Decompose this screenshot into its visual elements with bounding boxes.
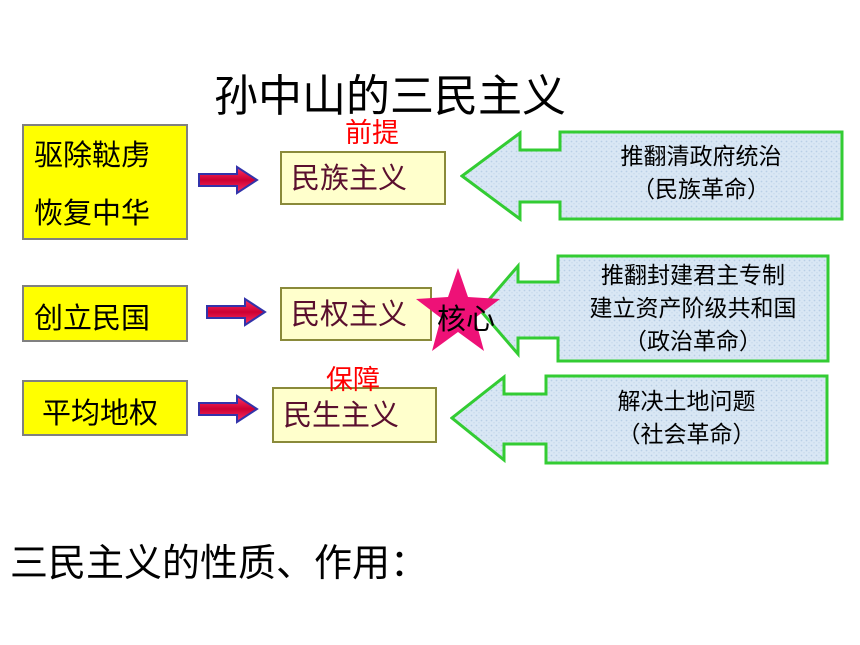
slogan-line: 恢复中华	[34, 196, 151, 230]
role-label-premise: 前提	[345, 118, 399, 149]
role-label-guarantee: 保障	[326, 365, 380, 396]
role-label-core: 核心	[437, 302, 496, 336]
star-icon	[416, 268, 500, 351]
slogan-line: 驱除鞑虏	[34, 138, 151, 172]
arrow-right-icon	[198, 165, 259, 195]
slogan-box-nationalism: 驱除鞑虏 恢复中华	[22, 124, 188, 240]
slogan-line: 平均地权	[42, 396, 159, 430]
callout-line: （民族革命）	[632, 177, 770, 203]
callout-line: 推翻清政府统治	[620, 144, 782, 170]
page-title: 孙中山的三民主义	[214, 71, 566, 122]
callout-line: （社会革命）	[617, 422, 756, 448]
arrow-right-icon	[198, 394, 259, 424]
callout-line: 推翻封建君主专制	[601, 263, 785, 289]
slogan-line: 创立民国	[34, 301, 151, 335]
callout-livelihood: 解决土地问题 （社会革命）	[450, 374, 830, 466]
principle-box-democracy: 民权主义	[280, 287, 432, 341]
slogan-box-democracy: 创立民国	[22, 285, 188, 342]
callout-line: 建立资产阶级共和国	[589, 296, 797, 322]
callout-line: （政治革命）	[624, 329, 762, 355]
callout-line: 解决土地问题	[617, 389, 756, 415]
question-heading: 三民主义的性质、作用：	[10, 541, 429, 585]
arrow-right-icon	[206, 297, 267, 327]
principle-box-nationalism: 民族主义	[280, 151, 446, 205]
callout-nationalism: 推翻清政府统治 （民族革命）	[460, 130, 845, 222]
slogan-box-livelihood: 平均地权	[22, 380, 188, 436]
principle-box-livelihood: 民生主义	[272, 387, 437, 443]
callout-democracy: 推翻封建君主专制 建立资产阶级共和国 （政治革命）	[478, 254, 831, 364]
